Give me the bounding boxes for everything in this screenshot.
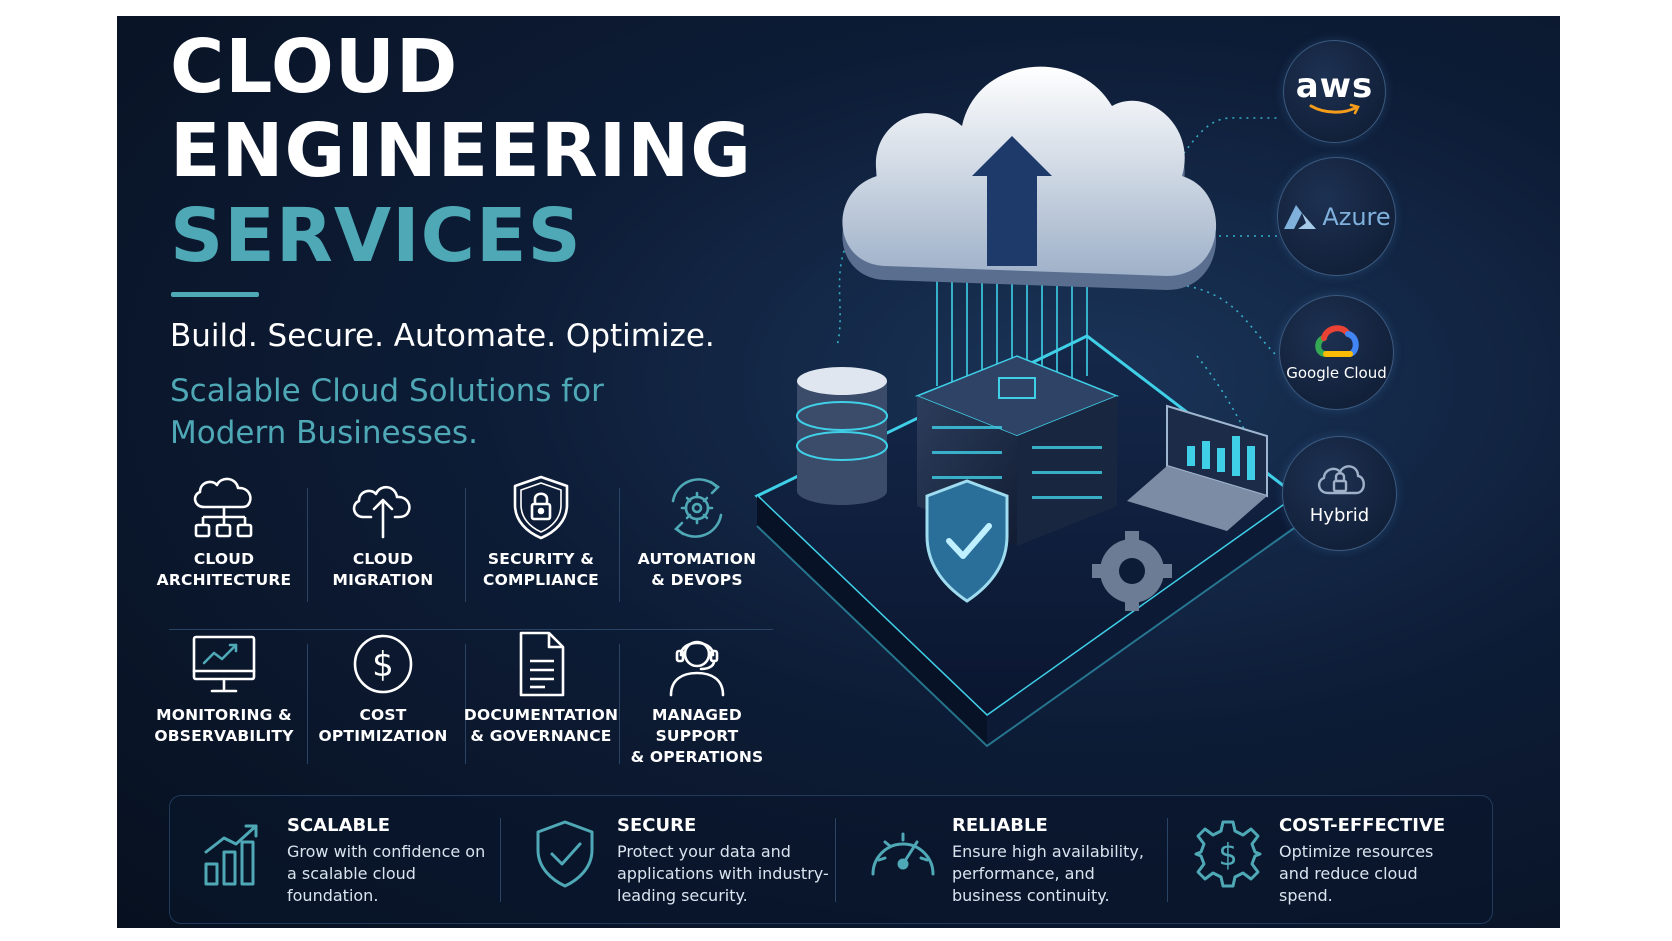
provider-hybrid: Hybrid bbox=[1282, 436, 1397, 551]
laptop-chart-icon bbox=[1127, 404, 1268, 531]
title-line-3: SERVICES bbox=[170, 193, 582, 279]
google-cloud-label: Google Cloud bbox=[1286, 363, 1387, 382]
services-row-divider bbox=[169, 629, 773, 630]
shield-lock-icon bbox=[513, 475, 569, 540]
benefit-description: Grow with confidence on a scalable cloud… bbox=[287, 842, 486, 905]
subtitle: Scalable Cloud Solutions for Modern Busi… bbox=[170, 370, 604, 454]
service-label-line1: COST bbox=[359, 706, 407, 724]
benefit-cost-effective: $ COST-EFFECTIVE Optimize resources and … bbox=[1162, 796, 1492, 923]
divider bbox=[619, 488, 620, 602]
cloud-platform-illustration bbox=[754, 66, 1300, 748]
divider bbox=[1167, 818, 1168, 902]
service-label-line1: MONITORING & bbox=[156, 706, 292, 724]
google-cloud-logo-icon bbox=[1314, 324, 1359, 357]
service-label-line1: CLOUD bbox=[352, 550, 414, 568]
divider bbox=[307, 488, 308, 602]
document-icon bbox=[519, 631, 565, 697]
service-label-line2: & DEVOPS bbox=[651, 571, 743, 589]
speedometer-icon bbox=[871, 832, 935, 876]
benefit-description: Optimize resources and reduce cloud spen… bbox=[1279, 842, 1434, 905]
svg-text:$: $ bbox=[372, 645, 394, 685]
service-label-line1: AUTOMATION bbox=[637, 550, 757, 568]
svg-text:$: $ bbox=[1218, 838, 1237, 873]
service-label-line2: OPTIMIZATION bbox=[318, 727, 448, 745]
bar-growth-icon bbox=[204, 824, 258, 886]
service-cloud-migration: CLOUD MIGRATION bbox=[303, 473, 463, 591]
gear-cycle-icon bbox=[671, 478, 723, 538]
service-label-line2: COMPLIANCE bbox=[483, 571, 599, 589]
service-label-line1: MANAGED SUPPORT bbox=[652, 706, 742, 745]
benefit-title: RELIABLE bbox=[952, 815, 1048, 836]
service-label-line1: SECURITY & bbox=[487, 550, 595, 568]
headset-agent-icon bbox=[669, 640, 725, 697]
service-automation-devops: AUTOMATION & DEVOPS bbox=[617, 473, 777, 591]
service-monitoring-observability: MONITORING & OBSERVABILITY bbox=[144, 629, 304, 747]
cloud-lock-icon bbox=[1317, 465, 1365, 495]
service-cost-optimization: $ COST OPTIMIZATION bbox=[303, 629, 463, 747]
poster: CLOUD ENGINEERING SERVICES Build. Secure… bbox=[117, 16, 1560, 928]
dollar-coin-icon: $ bbox=[353, 634, 413, 694]
title-accent-rule bbox=[171, 292, 259, 297]
divider bbox=[465, 644, 466, 764]
benefit-description: Protect your data and applications with … bbox=[617, 842, 829, 905]
benefit-title: SECURE bbox=[617, 815, 697, 836]
benefits-bar: SCALABLE Grow with confidence on a scala… bbox=[169, 795, 1493, 924]
dollar-gear-icon: $ bbox=[1194, 820, 1262, 888]
benefit-secure: SECURE Protect your data and application… bbox=[500, 796, 830, 923]
benefit-description: Ensure high availability, performance, a… bbox=[952, 842, 1144, 905]
service-cloud-architecture: CLOUD ARCHITECTURE bbox=[144, 473, 304, 591]
divider bbox=[835, 818, 836, 902]
service-label-line2: MIGRATION bbox=[332, 571, 434, 589]
benefit-title: SCALABLE bbox=[287, 815, 390, 836]
azure-logo-icon bbox=[1284, 204, 1317, 229]
cloud-network-icon bbox=[193, 477, 253, 538]
tagline: Build. Secure. Automate. Optimize. bbox=[170, 318, 715, 354]
title-line-1: CLOUD bbox=[170, 24, 459, 110]
shield-check-icon bbox=[536, 820, 594, 888]
service-label-line2: OBSERVABILITY bbox=[154, 727, 294, 745]
benefit-reliable: RELIABLE Ensure high availability, perfo… bbox=[835, 796, 1165, 923]
monitor-chart-icon bbox=[192, 635, 256, 693]
service-label-line2: & GOVERNANCE bbox=[470, 727, 612, 745]
provider-aws: aws bbox=[1283, 40, 1386, 143]
provider-azure: Azure bbox=[1277, 157, 1396, 276]
subtitle-line-2: Modern Businesses. bbox=[170, 415, 478, 451]
azure-label: Azure bbox=[1322, 202, 1391, 231]
database-icon bbox=[796, 367, 888, 505]
cloud-icon bbox=[842, 66, 1217, 290]
divider bbox=[465, 488, 466, 602]
cloud-upload-icon bbox=[352, 485, 411, 539]
gear-3d-icon bbox=[1092, 531, 1172, 611]
hybrid-label: Hybrid bbox=[1309, 505, 1370, 526]
provider-google-cloud: Google Cloud bbox=[1279, 295, 1394, 410]
service-label-line2: & OPERATIONS bbox=[630, 748, 764, 766]
shield-check-3d-icon bbox=[925, 479, 1009, 603]
aws-logo-icon: aws bbox=[1295, 65, 1374, 106]
service-label-line1: CLOUD bbox=[193, 550, 255, 568]
service-label-line1: DOCUMENTATION bbox=[463, 706, 619, 724]
subtitle-line-1: Scalable Cloud Solutions for bbox=[170, 373, 604, 409]
aws-smile-icon bbox=[1309, 103, 1360, 114]
service-managed-support: MANAGED SUPPORT & OPERATIONS bbox=[617, 629, 777, 768]
benefit-scalable: SCALABLE Grow with confidence on a scala… bbox=[170, 796, 500, 923]
service-label-line2: ARCHITECTURE bbox=[156, 571, 292, 589]
title-line-2: ENGINEERING bbox=[170, 108, 752, 194]
benefit-title: COST-EFFECTIVE bbox=[1279, 815, 1446, 836]
service-documentation-governance: DOCUMENTATION & GOVERNANCE bbox=[461, 629, 621, 747]
divider bbox=[307, 644, 308, 764]
divider bbox=[619, 644, 620, 764]
service-security-compliance: SECURITY & COMPLIANCE bbox=[461, 473, 621, 591]
divider bbox=[500, 818, 501, 902]
